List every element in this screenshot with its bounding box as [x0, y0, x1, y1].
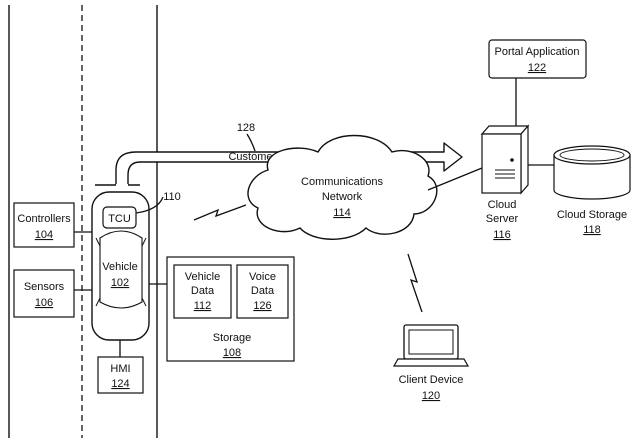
- voice-data-label-line2: Data: [251, 285, 275, 297]
- tcu-ref: 110: [163, 191, 181, 203]
- client-device-label: Client Device: [399, 374, 464, 386]
- vehicle-ref: 102: [111, 277, 129, 289]
- storage-ref: 108: [223, 347, 241, 359]
- vehicle-data-ref: 112: [194, 300, 212, 312]
- vehicle-car-shape: [91, 191, 150, 341]
- client-device-laptop-icon: [392, 324, 470, 367]
- tcu-label: TCU: [108, 213, 131, 225]
- tcu-box: [102, 206, 137, 229]
- network-label-line2: Network: [322, 191, 363, 203]
- wireless-link-client-icon: [407, 253, 423, 313]
- client-device-ref: 120: [422, 390, 440, 402]
- voice-data-label-line1: Voice: [249, 271, 276, 283]
- feedback-ref: 128: [237, 122, 255, 134]
- cloud-storage-icon: [553, 145, 631, 200]
- network-ref: 114: [333, 207, 351, 219]
- network-cloud-shape: [247, 134, 438, 240]
- sensors-label: Sensors: [24, 281, 65, 293]
- sensors-box: [13, 269, 75, 318]
- controllers-box: [13, 202, 75, 248]
- tcu-ref-leader: [135, 196, 164, 214]
- network-to-server-line: [427, 167, 483, 191]
- sensors-ref: 106: [35, 297, 53, 309]
- cloud-storage-ref: 118: [583, 224, 601, 236]
- cloud-server-label-line2: Server: [486, 213, 519, 225]
- portal-label: Portal Application: [495, 46, 580, 58]
- storage-label: Storage: [213, 332, 252, 344]
- vehicle-label: Vehicle: [102, 261, 137, 273]
- voice-data-box: [236, 264, 289, 319]
- cloud-storage-label: Cloud Storage: [557, 209, 627, 221]
- controllers-label: Controllers: [17, 213, 71, 225]
- voice-data-ref: 126: [253, 300, 271, 312]
- cloud-server-ref: 116: [493, 229, 511, 241]
- cloud-server-label-line1: Cloud: [488, 199, 517, 211]
- vehicle-data-box: [173, 264, 232, 319]
- portal-ref: 122: [528, 62, 546, 74]
- controllers-ref: 104: [35, 229, 53, 241]
- portal-application-box: [488, 39, 587, 79]
- hmi-box: [97, 356, 144, 394]
- feedback-ref-leader: [246, 133, 256, 152]
- wireless-link-vehicle-icon: [193, 204, 247, 221]
- hmi-label: HMI: [110, 363, 130, 375]
- hmi-ref: 124: [111, 378, 129, 390]
- network-label-line1: Communications: [301, 176, 383, 188]
- vehicle-data-label-line1: Vehicle: [185, 271, 220, 283]
- cloud-server-icon: [480, 124, 530, 195]
- vehicle-data-label-line2: Data: [191, 285, 215, 297]
